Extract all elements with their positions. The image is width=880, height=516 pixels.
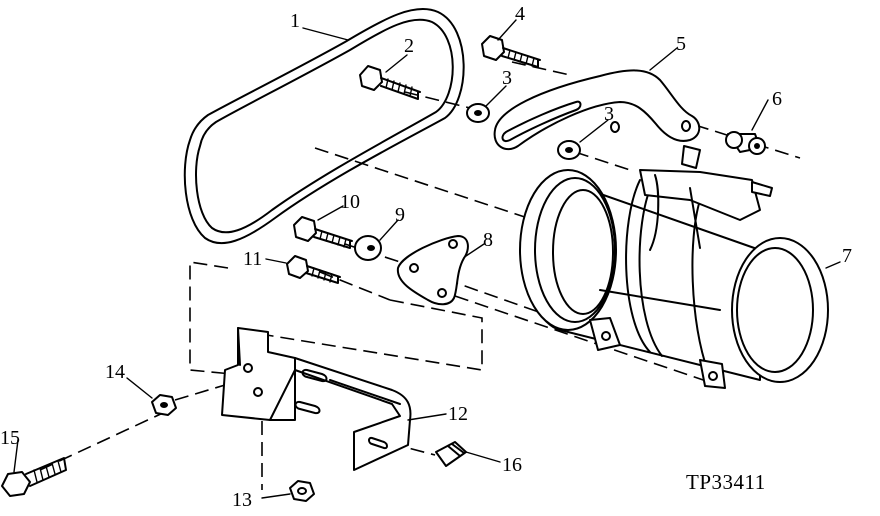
speed-clip-16 bbox=[435, 441, 467, 467]
leader-lines bbox=[13, 19, 841, 499]
callout-14: 14 bbox=[105, 361, 125, 383]
callout-1: 1 bbox=[290, 10, 300, 32]
nut-13 bbox=[289, 480, 315, 502]
callout-7: 7 bbox=[842, 245, 852, 267]
adjusting-bracket-5 bbox=[493, 69, 701, 151]
callout-labels: 1 2 3 3 4 5 6 7 8 9 10 11 12 13 14 15 16 bbox=[0, 3, 852, 511]
bolt-15 bbox=[1, 457, 67, 497]
callout-6: 6 bbox=[772, 88, 782, 110]
washer-3b bbox=[557, 140, 581, 160]
callout-9: 9 bbox=[395, 204, 405, 226]
callout-2: 2 bbox=[404, 35, 414, 57]
ac-compressor-7 bbox=[519, 145, 829, 389]
figure-id-label: TP33411 bbox=[686, 470, 766, 494]
callout-3-upper: 3 bbox=[502, 67, 512, 89]
bolt-2 bbox=[359, 65, 421, 100]
callout-11: 11 bbox=[243, 248, 262, 270]
callout-13: 13 bbox=[232, 489, 252, 511]
callout-3-lower: 3 bbox=[604, 103, 614, 125]
callout-10: 10 bbox=[340, 191, 360, 213]
callout-8: 8 bbox=[483, 229, 493, 251]
callout-5: 5 bbox=[676, 33, 686, 55]
washer-3a bbox=[466, 103, 490, 123]
callout-16: 16 bbox=[502, 454, 522, 476]
mounting-plate-8 bbox=[396, 235, 469, 306]
nut-14 bbox=[151, 394, 177, 416]
bolt-10 bbox=[293, 216, 353, 249]
bolt-11 bbox=[286, 255, 341, 284]
support-bracket-12 bbox=[221, 327, 412, 471]
bolt-4 bbox=[481, 35, 541, 68]
drive-belt bbox=[183, 8, 465, 245]
spacer-6 bbox=[725, 131, 766, 155]
callout-15: 15 bbox=[0, 427, 20, 449]
callout-4: 4 bbox=[515, 3, 525, 25]
callout-12: 12 bbox=[448, 403, 468, 425]
washer-9 bbox=[354, 235, 382, 261]
